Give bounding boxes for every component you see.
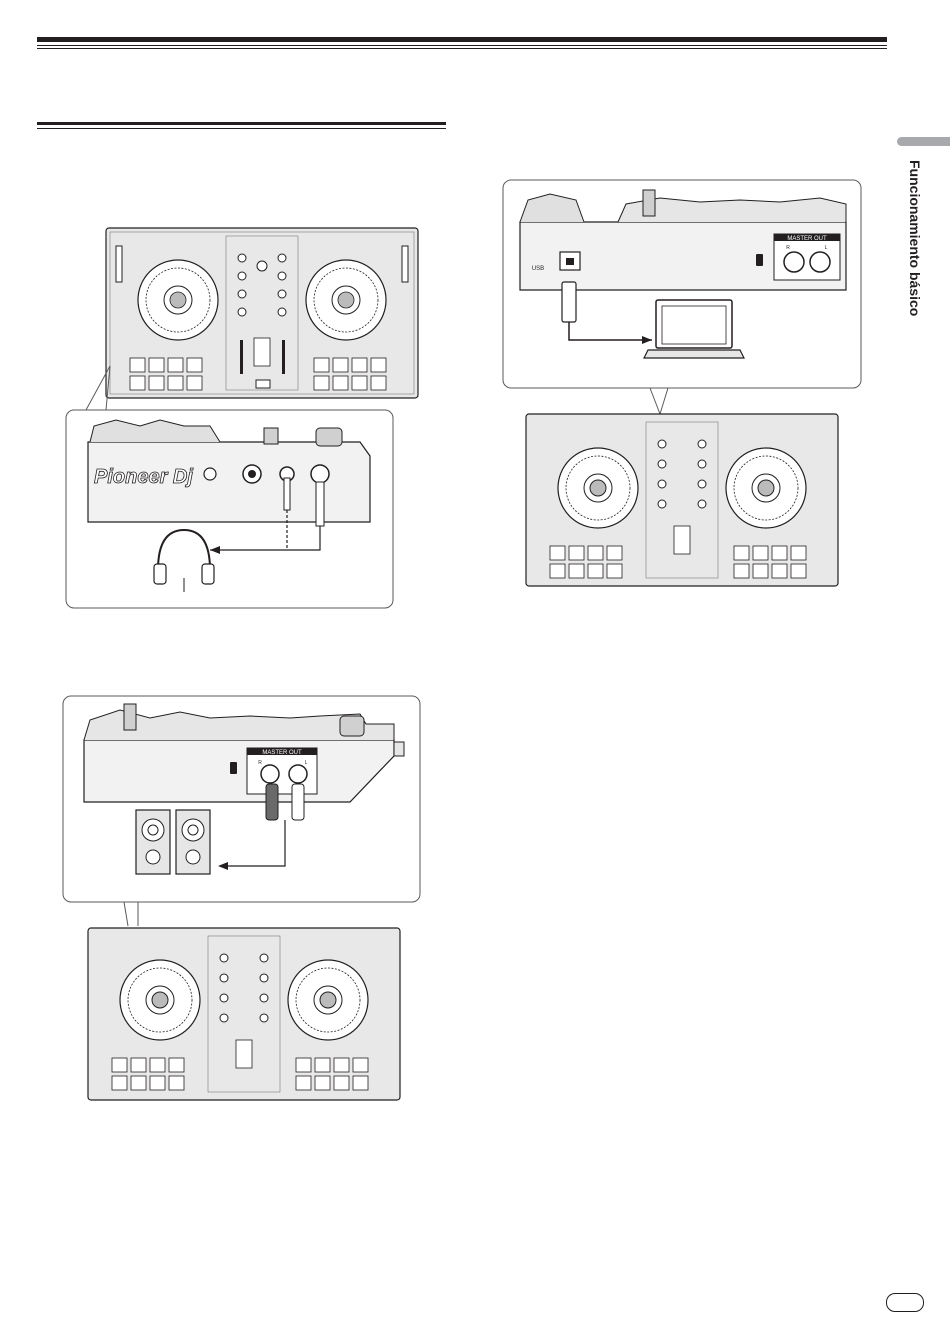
channel-r-label: R <box>258 760 262 766</box>
side-tab-marker <box>897 137 950 146</box>
speakers-figure: MASTER OUT R L <box>60 694 422 1106</box>
speaker-icon-left <box>136 810 170 874</box>
controller-top-view-3 <box>526 414 838 586</box>
controller-top-view <box>106 228 418 398</box>
section-rule-thin <box>37 128 446 129</box>
speaker-icon-right <box>176 810 210 874</box>
controller-top-view-2 <box>88 928 400 1100</box>
section-rule-thick <box>37 122 446 125</box>
header-rule-thin <box>37 45 887 46</box>
controller-rear-panel: MASTER OUT R L <box>84 704 404 802</box>
header-rule-thin-2 <box>37 48 887 49</box>
controller-rear-panel-2: USB MASTER OUT R L <box>520 190 846 290</box>
usb-label: USB <box>532 266 544 272</box>
computer-figure: USB MASTER OUT R L <box>500 178 864 590</box>
master-out-label: MASTER OUT <box>262 750 302 756</box>
brand-logo: Pioneer Dj <box>94 466 193 488</box>
side-tab-label: Funcionamiento básico <box>897 160 933 340</box>
jog-wheel-right <box>306 260 386 340</box>
jog-wheel-left <box>138 260 218 340</box>
channel-r-label-2: R <box>786 245 790 251</box>
channel-l-label: L <box>305 760 308 766</box>
master-out-label-2: MASTER OUT <box>787 236 827 242</box>
headphones-figure: Pioneer Dj <box>60 220 420 615</box>
channel-l-label-2: L <box>825 245 828 251</box>
page-language-badge <box>886 1293 924 1312</box>
header-rule-thick <box>37 37 887 42</box>
